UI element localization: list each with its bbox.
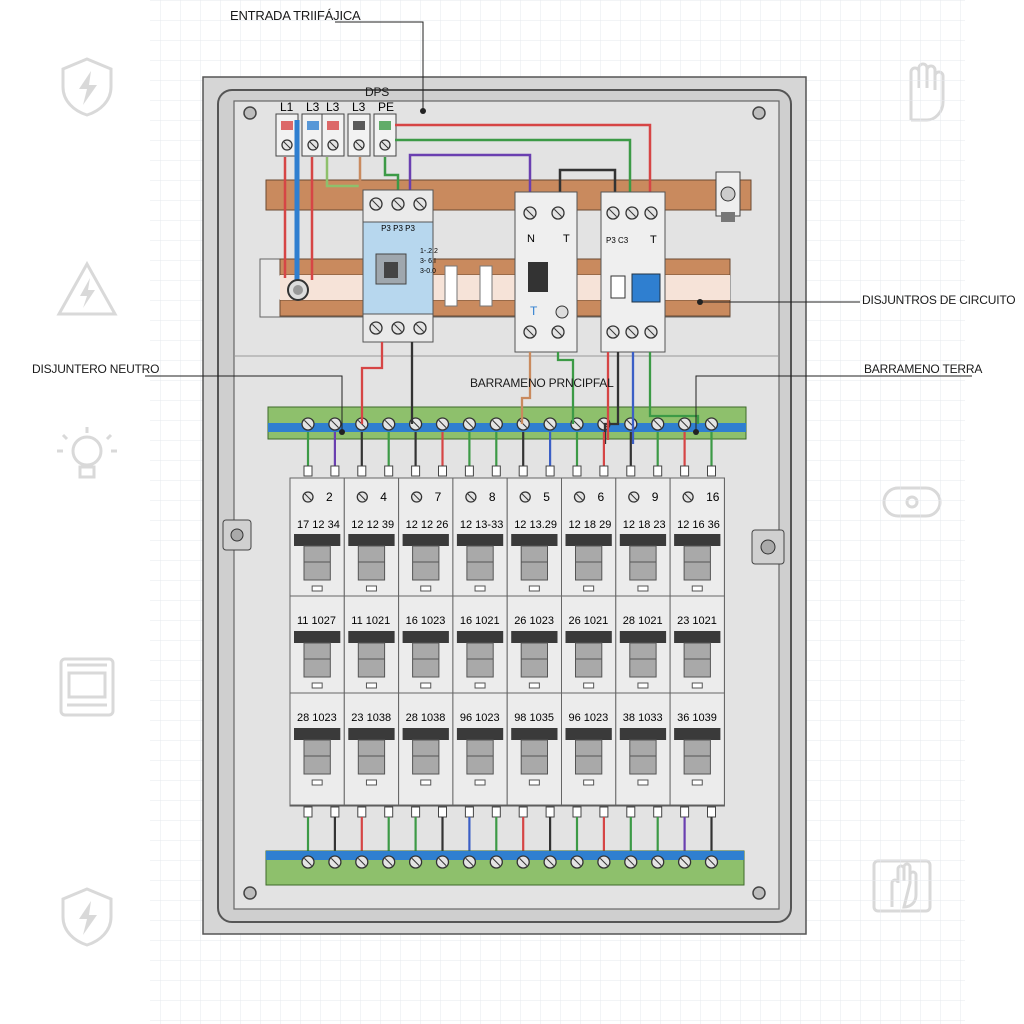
- breaker-number: 7: [435, 490, 442, 504]
- circuit-breaker-bank: 2 17 12 34 4 12 12 39 7 12 12 26 8 12 13-33 5 12 …: [289, 477, 725, 807]
- breaker-rating: 17 12 34: [297, 519, 340, 531]
- label-barramento-terra: BARRAMENO TERRA: [864, 362, 983, 376]
- circuit-breaker[interactable]: 11 1021: [343, 595, 400, 694]
- label-disjuntores: DISJUNTROS DE CIRCUITO: [862, 293, 1016, 307]
- warning-lightning-icon: [56, 260, 118, 316]
- breaker-rating: 36 1039: [677, 712, 717, 724]
- terminal-label: PE: [378, 100, 394, 114]
- breaker-wires: [303, 432, 716, 858]
- circuit-breaker[interactable]: 28 1023: [289, 692, 345, 806]
- circuit-breaker[interactable]: 28 1038: [398, 692, 454, 806]
- svg-text:P3 C3: P3 C3: [606, 236, 629, 245]
- breaker-number: 2: [326, 490, 333, 504]
- breaker-number: 4: [380, 490, 387, 504]
- breaker-rating: 16 1023: [406, 615, 446, 627]
- breaker-rating: 28 1021: [623, 615, 663, 627]
- annotation-leaders: [145, 21, 972, 432]
- circuit-breaker[interactable]: 16 1021: [452, 595, 508, 694]
- terminal-label: L1: [280, 100, 294, 114]
- incoming-wires: [283, 120, 652, 280]
- bottom-busbar-screws: [301, 855, 719, 869]
- panel-screws: [243, 106, 766, 900]
- breaker-number: 6: [598, 490, 605, 504]
- circuit-breaker[interactable]: 7 12 12 26: [398, 477, 454, 597]
- circuit-breaker[interactable]: 16 1023: [398, 595, 454, 694]
- breaker-rating: 26 1021: [569, 615, 609, 627]
- circuit-breaker[interactable]: 11 1027: [289, 595, 345, 694]
- svg-text:T: T: [563, 233, 570, 245]
- circuit-breaker[interactable]: 98 1035: [506, 692, 563, 806]
- svg-text:3- 6.I: 3- 6.I: [420, 258, 436, 265]
- breaker-rating: 26 1023: [514, 615, 554, 627]
- breaker-rating: 11 1021: [351, 615, 390, 627]
- door-hinge-left: [222, 519, 252, 551]
- breaker-rating: 23 1021: [677, 615, 717, 627]
- svg-text:P3 P3 P3: P3 P3 P3: [381, 224, 415, 233]
- terminal-label: L3: [352, 100, 366, 114]
- circuit-breaker[interactable]: 28 1021: [615, 595, 671, 694]
- circuit-breaker[interactable]: 6 12 18 29: [561, 477, 617, 597]
- meter-icon: [59, 657, 115, 717]
- circuit-breaker[interactable]: 23 1021: [669, 595, 725, 694]
- breaker-rating: 12 13-33: [460, 519, 503, 531]
- breaker-rating: 11 1027: [297, 615, 336, 627]
- circuit-breaker[interactable]: 5 12 13.29: [506, 477, 563, 597]
- circuit-breaker[interactable]: 23 1038: [343, 692, 400, 806]
- terminal-label: L3: [326, 100, 340, 114]
- label-entrada-trifasica: ENTRADA TRIIFÁJICA: [230, 8, 361, 23]
- svg-text:T: T: [530, 304, 538, 318]
- terminal-label: L3: [306, 100, 320, 114]
- label-dps: DPS: [365, 85, 390, 99]
- rcd-device[interactable]: N T T: [514, 191, 578, 353]
- svg-text:3-0.0: 3-0.0: [420, 268, 436, 275]
- breaker-rating: 96 1023: [460, 712, 500, 724]
- circuit-breaker[interactable]: 16 12 16 36: [669, 477, 725, 597]
- svg-text:1-.2.2: 1-.2.2: [420, 248, 438, 255]
- breaker-rating: 16 1021: [460, 615, 500, 627]
- breaker-rating: 28 1038: [406, 712, 446, 724]
- circuit-breaker[interactable]: 38 1033: [615, 692, 671, 806]
- breaker-number: 8: [489, 490, 496, 504]
- circuit-breaker[interactable]: 4 12 12 39: [343, 477, 400, 597]
- svg-text:N: N: [527, 233, 535, 245]
- breaker-rating: 28 1023: [297, 712, 337, 724]
- circuit-breaker[interactable]: 8 12 13-33: [452, 477, 508, 597]
- circuit-breaker[interactable]: 2 17 12 34: [289, 477, 345, 597]
- circuit-breaker[interactable]: 26 1021: [561, 595, 617, 694]
- circuit-breaker[interactable]: 96 1023: [561, 692, 617, 806]
- label-barramento-principal: BARRAMENO PRNCIPFAL: [470, 376, 614, 390]
- breaker-rating: 23 1038: [351, 712, 391, 724]
- lightning-shield-icon: [61, 887, 113, 947]
- circuit-breaker[interactable]: 26 1023: [506, 595, 563, 694]
- copper-busbar-top: [265, 179, 752, 211]
- main-breaker[interactable]: P3 P3 P3 1-.2.2 3- 6.I 3-0.0: [362, 189, 438, 343]
- circuit-breaker[interactable]: 9 12 18 23: [615, 477, 671, 597]
- label-disjuntor-neutro: DISJUNTERO NEUTRO: [32, 362, 160, 376]
- breaker-number: 16: [706, 490, 720, 504]
- breaker-rating: 12 18 23: [623, 519, 666, 531]
- lightbulb-icon: [57, 427, 117, 479]
- breaker-number: 9: [652, 490, 659, 504]
- svg-text:T: T: [650, 234, 657, 246]
- door-latch-right: [751, 529, 785, 565]
- breaker-rating: 12 13.29: [514, 519, 557, 531]
- breaker-rating: 12 12 26: [406, 519, 449, 531]
- breaker-rating: 12 18 29: [569, 519, 612, 531]
- breaker-number: 5: [543, 490, 550, 504]
- busbar-clamp: [715, 171, 741, 222]
- breaker-rating: 98 1035: [514, 712, 554, 724]
- circuit-breaker[interactable]: 36 1039: [669, 692, 725, 806]
- breaker-rating: 38 1033: [623, 712, 663, 724]
- breaker-rating: 12 16 36: [677, 519, 720, 531]
- device-screws: [369, 197, 658, 339]
- breaker-rating: 96 1023: [569, 712, 609, 724]
- breaker-rating: 12 12 39: [351, 519, 394, 531]
- lightning-shield-icon: [61, 57, 113, 117]
- incoming-terminal-block: L1 L3 L3 L3 PE: [275, 100, 397, 157]
- circuit-breaker[interactable]: 96 1023: [452, 692, 508, 806]
